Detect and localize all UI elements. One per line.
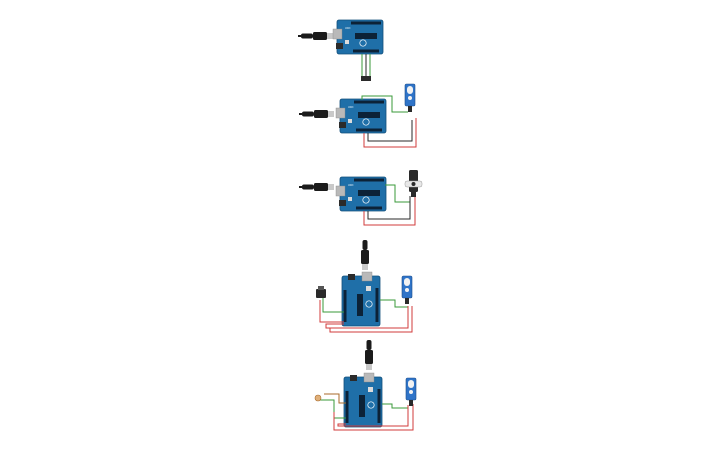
sensor-wires: [361, 54, 371, 81]
arduino-uno-board: [341, 271, 381, 327]
usb-cable: [298, 182, 335, 192]
usb-cable: [361, 240, 369, 270]
circuit-4: [316, 240, 413, 333]
usb-cable: [365, 340, 373, 370]
servo-motor: [404, 83, 416, 113]
circuit-1: [297, 19, 384, 81]
arduino-uno-board: [332, 19, 384, 55]
circuit-3: [298, 170, 423, 226]
sensor-component: [316, 286, 326, 298]
servo-motor: [404, 170, 423, 197]
circuit-2: [298, 83, 417, 148]
arduino-uno-board: [335, 176, 387, 212]
servo-wires: [361, 95, 417, 148]
usb-cable: [298, 109, 335, 119]
potentiometer: [314, 394, 322, 402]
arduino-uno-board: [343, 372, 383, 428]
usb-cable: [297, 31, 334, 41]
servo-wires: [363, 184, 416, 226]
circuit-5: [314, 340, 417, 431]
servo-motor: [405, 377, 417, 407]
servo-motor: [401, 275, 413, 305]
arduino-uno-board: [335, 98, 387, 134]
wiring: [318, 393, 414, 431]
wiring: [319, 297, 413, 333]
